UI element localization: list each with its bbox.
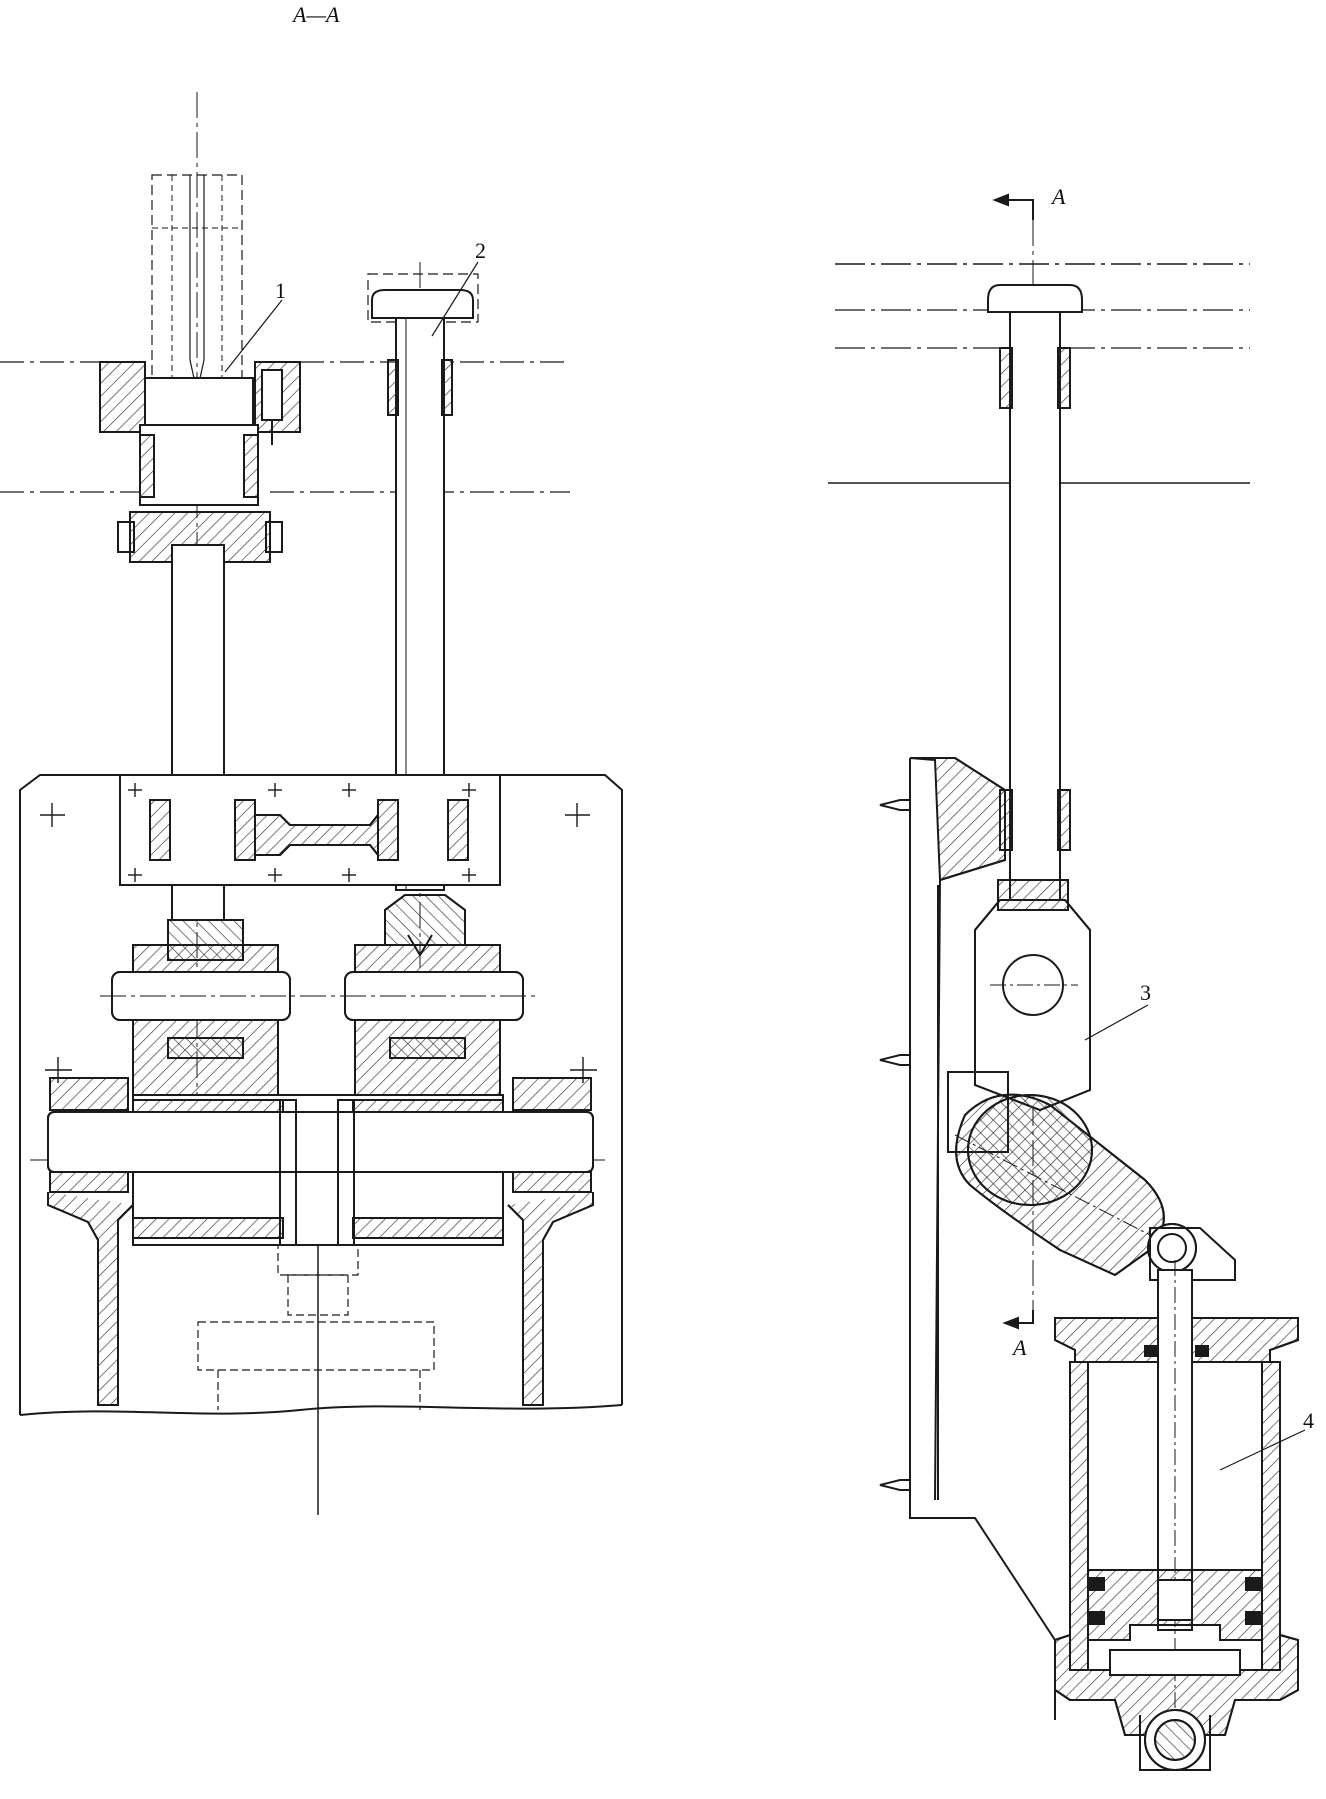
part-label-4: 4 [1303,1408,1314,1433]
vertical-rod [1009,311,1061,913]
leader-2 [431,261,479,337]
leader-4 [1219,1429,1306,1471]
rod-head [987,284,1083,313]
part-label-2: 2 [475,238,486,263]
mounting-studs [879,799,911,1491]
left-section-view [0,92,623,1515]
section-mark-bottom: A [1011,1335,1027,1360]
right-side-view [828,193,1306,1771]
part-label-3: 3 [1140,980,1151,1005]
clamp-block-left [99,361,146,433]
right-leg [507,1192,594,1406]
cylinder-wall-left [1069,1361,1089,1671]
left-leg [47,1192,134,1406]
part-label-1: 1 [275,278,286,303]
collar-block [139,424,259,506]
clamp-head [144,377,254,427]
leader-1 [224,299,283,373]
leader-3 [1084,1004,1149,1041]
section-mark-top: A [1050,184,1066,209]
cylinder-wall-right [1261,1361,1281,1671]
cross-shaft [47,1111,594,1173]
section-title: A—A [291,2,340,27]
piston-seals [1089,1345,1261,1625]
